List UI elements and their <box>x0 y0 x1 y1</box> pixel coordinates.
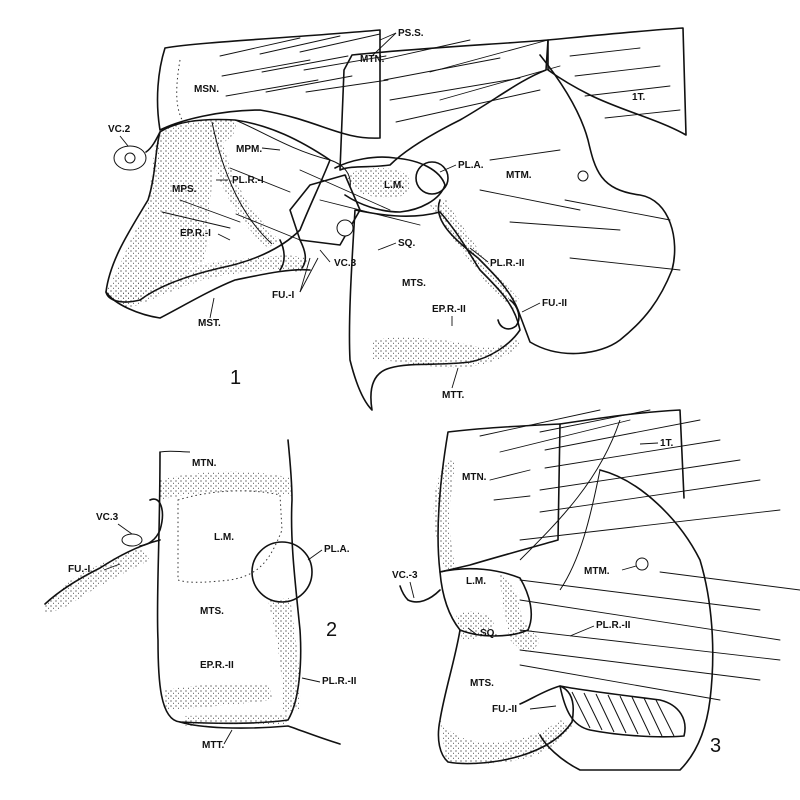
fig1-pointers <box>119 32 541 389</box>
figure-1: PS.S. MSN. MTN. 1T. VC.2 MPM. PL.A. MPS.… <box>105 27 687 411</box>
fig3-pointers <box>409 442 659 710</box>
fig1-label-fu1: FU.-I <box>272 290 294 301</box>
fig1-lm-stipple <box>345 167 411 198</box>
fig3-label-fu2: FU.-II <box>492 704 517 715</box>
figure-3: 1T. MTN. MTM. VC.-3 L.M. SQ. PL.R.-II MT… <box>392 409 800 771</box>
fig2-mtt <box>179 721 341 745</box>
fig3-label-plr2: PL.R.-II <box>596 620 631 631</box>
fig3-mtn-stipple <box>433 460 456 570</box>
fig3-tergite <box>559 409 685 499</box>
fig3-label-1t: 1T. <box>660 438 674 449</box>
fig3-mtm-outline <box>539 469 714 771</box>
fig2-label-mts: MTS. <box>200 606 224 617</box>
fig1-label-lm: L.M. <box>384 180 404 191</box>
fig2-label-mtn: MTN. <box>192 458 217 469</box>
fig3-label-lm: L.M. <box>466 576 486 587</box>
fig1-mesonotum-outline <box>156 29 381 139</box>
fig1-label-fu2: FU.-II <box>542 298 567 309</box>
fig1-pleural-suture <box>211 121 273 245</box>
fig3-label-sq: SQ. <box>480 628 497 639</box>
fig1-label-vc2: VC.2 <box>108 124 131 135</box>
fig2-vc3 <box>139 498 164 547</box>
fig3-sq-stipple <box>456 611 494 640</box>
fig1-label-pla: PL.A. <box>458 160 484 171</box>
fig1-msn-dash <box>176 59 186 126</box>
fig2-number: 2 <box>326 619 337 641</box>
fig3-mtm-spiracle <box>635 557 649 571</box>
fig1-vc2-stalk <box>145 131 161 153</box>
fig3-label-mtn: MTN. <box>462 472 487 483</box>
fig1-tergite-outline <box>547 27 687 136</box>
fig1-vc3-spiracle <box>336 219 354 237</box>
fig2-pointers <box>103 523 323 745</box>
fig3-inner-diag <box>519 419 621 561</box>
fig1-label-msn: MSN. <box>194 84 219 95</box>
fig1-mtm-spiracle <box>577 170 589 182</box>
fig1-bristles <box>161 33 681 271</box>
fig2-furca-1-stipple <box>45 548 150 613</box>
fig1-furca-2 <box>497 299 520 330</box>
fig2-label-lm: L.M. <box>214 532 234 543</box>
fig2-mtn-top <box>159 450 191 453</box>
fig1-mpm-outline <box>234 119 351 189</box>
fig2-label-plr2: PL.R.-II <box>322 676 357 687</box>
fig1-label-mts: MTS. <box>402 278 426 289</box>
fig3-furca-hatching <box>571 691 675 737</box>
fig1-epr2-stipple <box>372 335 520 368</box>
fig2-label-fu1: FU.-I <box>68 564 90 575</box>
fig3-vc3-hook <box>399 585 441 603</box>
fig1-mesopleuron-stipple <box>106 119 236 303</box>
fig2-label-vc3: VC.3 <box>96 512 119 523</box>
fig1-label-1t: 1T. <box>632 92 646 103</box>
fig2-label-mtt: MTT. <box>202 740 224 751</box>
fig1-mesosternum-line <box>105 268 311 319</box>
fig1-label-mtt: MTT. <box>442 390 464 401</box>
fig1-label-epr1: EP.R.-I <box>180 228 211 239</box>
fig3-lm-stipple <box>500 572 540 652</box>
fig1-lm-outline <box>334 156 446 213</box>
fig1-label-pss: PS.S. <box>398 28 424 39</box>
fig1-label-mps: MPS. <box>172 184 197 195</box>
fig2-pla <box>251 541 313 603</box>
fig1-label-mst: MST. <box>198 318 221 329</box>
fig3-mtn-outline <box>437 423 561 573</box>
fig3-label-mtm: MTM. <box>584 566 610 577</box>
fig1-number: 1 <box>230 367 241 389</box>
fig2-label-pla: PL.A. <box>324 544 350 555</box>
fig2-label-epr2: EP.R.-II <box>200 660 234 671</box>
fig3-inner-diag-2 <box>559 469 601 591</box>
fig1-label-plr2: PL.R.-II <box>490 258 525 269</box>
fig1-label-vc3: VC.3 <box>334 258 357 269</box>
fig1-label-plr1: PL.R.-I <box>232 175 264 186</box>
figure-2: MTN. VC.3 L.M. PL.A. FU.-I MTS. EP.R.-II… <box>44 439 357 751</box>
fig1-label-mtn: MTN. <box>360 54 385 65</box>
fig2-plr2-stipple <box>268 598 301 712</box>
fig1-vc2-inner <box>124 152 136 164</box>
fig3-label-mts: MTS. <box>470 678 494 689</box>
fig1-metanotum-outline <box>339 39 549 171</box>
fig2-mtt-stipple <box>184 714 288 726</box>
fig2-vc3-socket <box>121 533 143 547</box>
fig1-pleural-ridge-1 <box>205 120 280 248</box>
fig1-label-mtm: MTM. <box>506 170 532 181</box>
fig1-label-sq: SQ. <box>398 238 415 249</box>
fig2-lm-stipple <box>160 471 292 500</box>
fig1-label-mpm: MPM. <box>236 144 262 155</box>
fig3-number: 3 <box>710 735 721 757</box>
fig3-furca-2 <box>559 685 686 738</box>
fig2-epr2-stipple <box>164 683 272 710</box>
fig1-mesosternum-stipple <box>118 255 310 310</box>
fig1-label-epr2: EP.R.-II <box>432 304 466 315</box>
fig3-mts-stipple <box>440 720 572 764</box>
fig3-bristles <box>479 409 800 701</box>
fig1-furca-1 <box>279 239 307 271</box>
fig1-pleural-ridge-2 <box>430 200 520 310</box>
fig1-vc3-socket <box>289 174 361 246</box>
fig3-label-vc3: VC.-3 <box>392 570 418 581</box>
fig1-pleural-apophysis <box>415 161 449 195</box>
fig2-lm-dash <box>177 490 283 583</box>
